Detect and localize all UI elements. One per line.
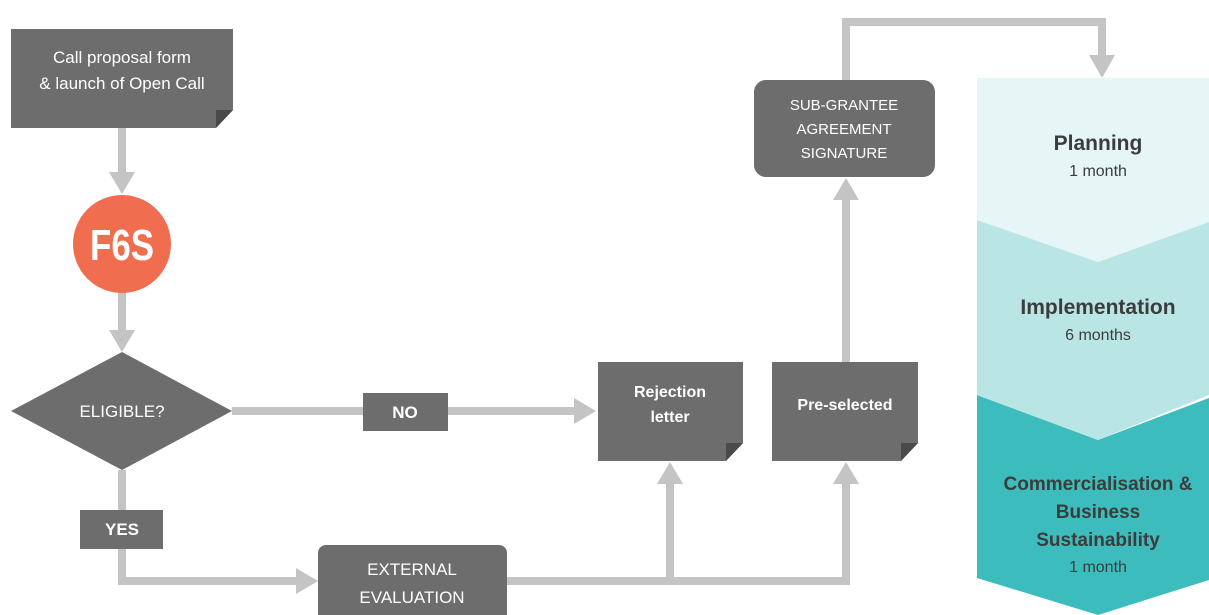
phase-implementation-title: Implementation <box>1020 296 1175 319</box>
rejection-letter-line-1: Rejection <box>634 384 706 401</box>
call-proposal-line-1: Call proposal form <box>53 48 191 67</box>
phase-commercialisation-title-line-2: Business <box>1056 502 1140 523</box>
arrowhead-agreement-to-planning <box>1089 55 1115 78</box>
agreement-line-2: AGREEMENT <box>796 121 891 138</box>
arrowhead-preselected-to-agreement <box>833 178 859 200</box>
phase-commercialisation-shape <box>977 395 1209 615</box>
phase-implementation-shape <box>977 220 1209 440</box>
external-evaluation-line-2: EVALUATION <box>359 588 464 607</box>
agreement-line-1: SUB-GRANTEE <box>790 97 898 114</box>
arrowhead-no-to-rejection <box>574 398 596 424</box>
external-evaluation-box: EXTERNAL EVALUATION <box>318 545 507 615</box>
arrowhead-evaluation-to-rejection <box>657 462 683 484</box>
yes-label: YES <box>105 520 139 539</box>
agreement-line-3: SIGNATURE <box>801 145 887 162</box>
eligible-label: ELIGIBLE? <box>79 402 164 421</box>
arrowhead-logo-to-eligible <box>109 330 135 352</box>
phase-planning-duration: 1 month <box>1069 163 1127 180</box>
f6s-logo-text: F6S <box>90 221 154 270</box>
connectors <box>118 18 1106 585</box>
connector-agreement-to-planning <box>842 18 1106 80</box>
phase-commercialisation-duration: 1 month <box>1069 559 1127 576</box>
rejection-letter-line-2: letter <box>650 409 689 426</box>
pre-selected-label: Pre-selected <box>797 397 892 414</box>
connector-evaluation-to-preselected <box>507 478 850 585</box>
phase-timeline: Planning 1 month Implementation 6 months… <box>977 78 1209 615</box>
arrowheads <box>109 55 1115 594</box>
arrowhead-yes-to-evaluation <box>296 568 318 594</box>
f6s-logo: F6S <box>73 195 171 293</box>
phase-planning-shape <box>977 78 1209 262</box>
agreement-box: SUB-GRANTEE AGREEMENT SIGNATURE <box>754 80 935 177</box>
connector-yes-to-evaluation <box>118 549 298 585</box>
no-label: NO <box>392 403 418 422</box>
phase-commercialisation-title-line-1: Commercialisation & <box>1004 474 1193 495</box>
call-proposal-line-2: & launch of Open Call <box>39 74 204 93</box>
phase-planning-title: Planning <box>1054 132 1143 155</box>
phase-implementation-duration: 6 months <box>1065 327 1131 344</box>
arrowhead-call-to-logo <box>109 172 135 194</box>
rejection-letter-box: Rejection letter <box>598 362 743 461</box>
arrowhead-evaluation-to-preselected <box>833 462 859 484</box>
yes-label-box: YES <box>80 510 163 549</box>
call-proposal-box: Call proposal form & launch of Open Call <box>11 29 233 128</box>
external-evaluation-line-1: EXTERNAL <box>367 560 457 579</box>
phase-commercialisation-title-line-3: Sustainability <box>1036 530 1160 551</box>
eligible-decision: ELIGIBLE? <box>11 352 232 470</box>
no-label-box: NO <box>363 393 448 431</box>
pre-selected-box: Pre-selected <box>772 362 918 461</box>
